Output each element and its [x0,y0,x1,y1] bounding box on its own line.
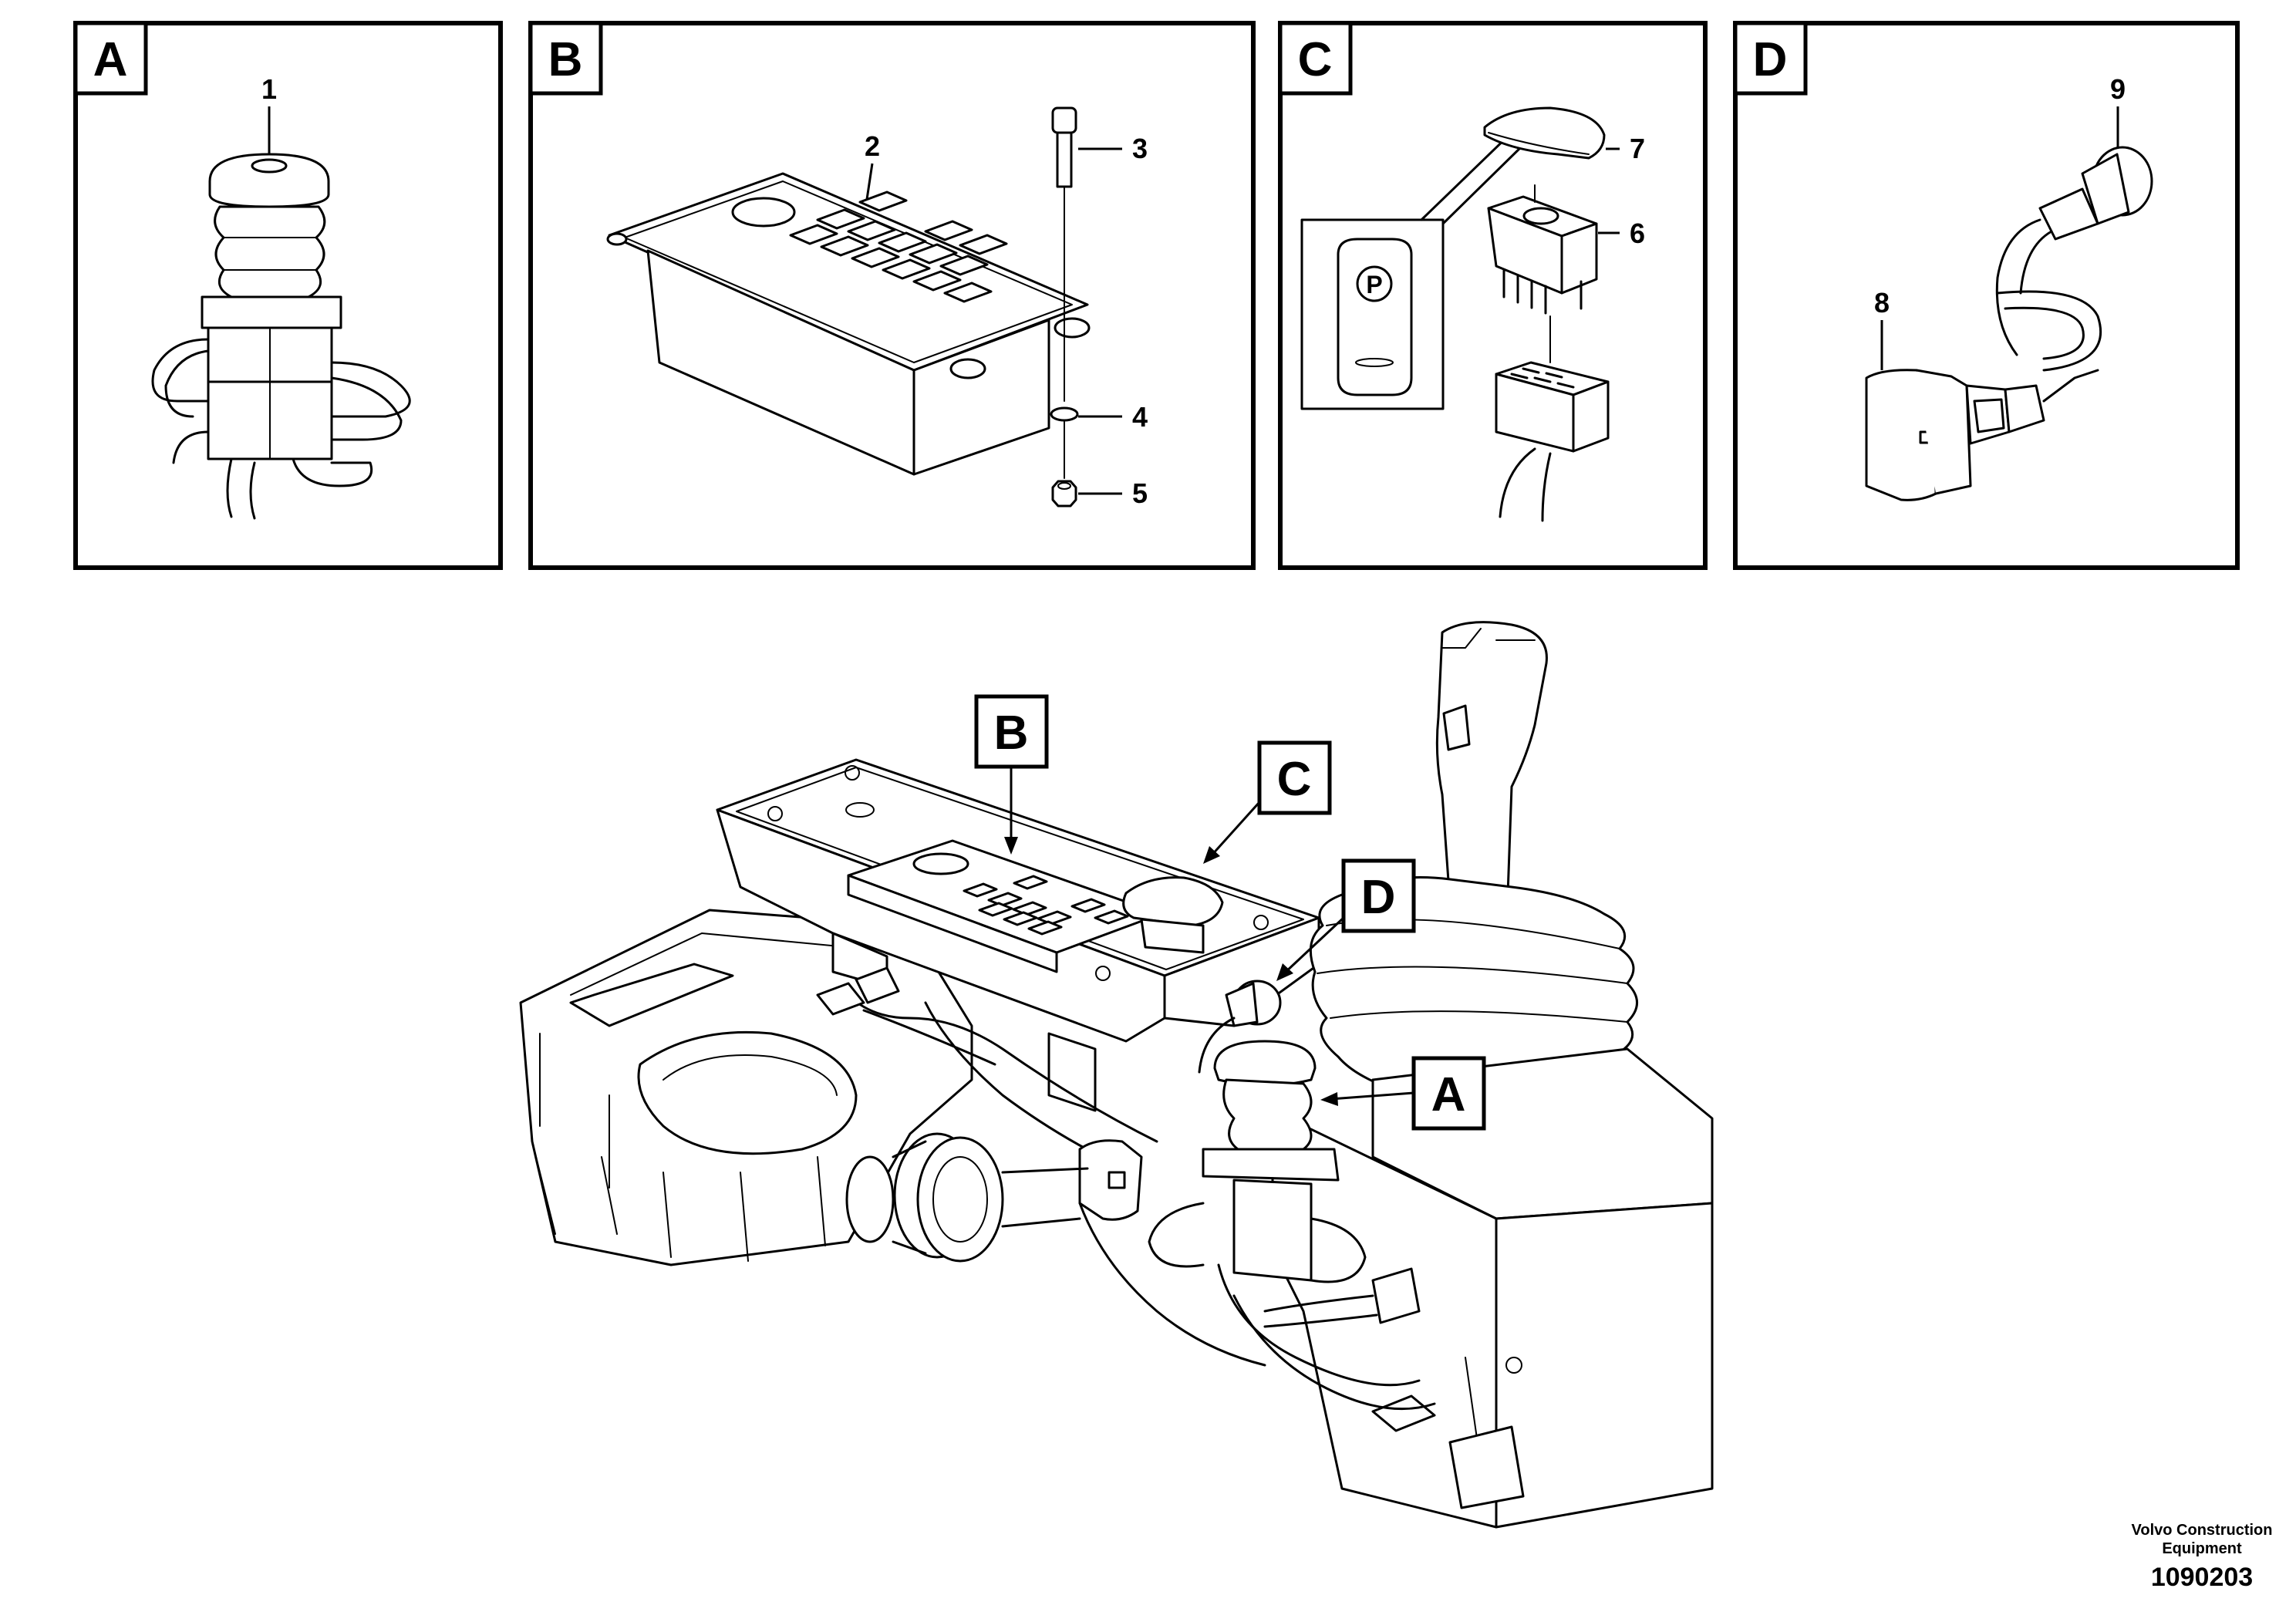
company-line-1: Volvo Construction [2132,1522,2273,1539]
svg-text:D: D [1361,871,1396,924]
company-line-2: Equipment [2162,1540,2242,1557]
panel-c-label: C [1298,33,1333,86]
console-assembly-icon [519,621,1714,1529]
svg-text:A: A [1431,1068,1466,1121]
callout-a: A [1320,1056,1486,1131]
part-number-5: 5 [1132,477,1148,509]
part-number-2: 2 [865,130,880,162]
part-number-6: 6 [1630,218,1645,249]
washer-icon [1050,406,1079,422]
callout-d: D [1276,858,1416,981]
part-number-9: 9 [2110,73,2126,105]
drawing-number: 1090203 [2151,1563,2253,1592]
part-number-7: 7 [1630,133,1645,164]
part-number-8: 8 [1874,287,1890,319]
panel-b-label: B [548,33,583,86]
part-number-3: 3 [1132,133,1148,164]
nut-icon [1051,480,1077,508]
rocker-switch-icon [1487,184,1598,315]
leader-line-2 [865,163,874,205]
part-number-1: 1 [261,73,277,105]
panel-a-label: A [93,33,128,86]
svg-text:C: C [1277,753,1312,806]
callout-c: C [1203,740,1332,864]
callout-b: B [974,694,1049,855]
panel-d-label: D [1753,33,1788,86]
svg-text:P: P [1366,271,1382,298]
switch-panel-icon [606,172,1091,476]
parking-brake-symbol-icon: P [1337,238,1413,396]
switch-cap-icon [1483,106,1606,160]
svg-text:B: B [994,706,1029,760]
connector-icon [1495,361,1610,522]
part-number-4: 4 [1132,401,1148,433]
switch-knob-icon [1995,146,2153,372]
push-button-icon [151,153,411,520]
screw-icon [1051,106,1077,402]
panel-b: B 2 [528,21,1256,570]
socket-outlet-icon [1865,369,2099,501]
panel-a: A 1 [73,21,503,570]
panel-c: C P 7 6 [1278,21,1708,570]
drawing-footer: Volvo Construction Equipment 1090203 [2132,1522,2273,1592]
panel-d: D 9 8 [1733,21,2240,570]
